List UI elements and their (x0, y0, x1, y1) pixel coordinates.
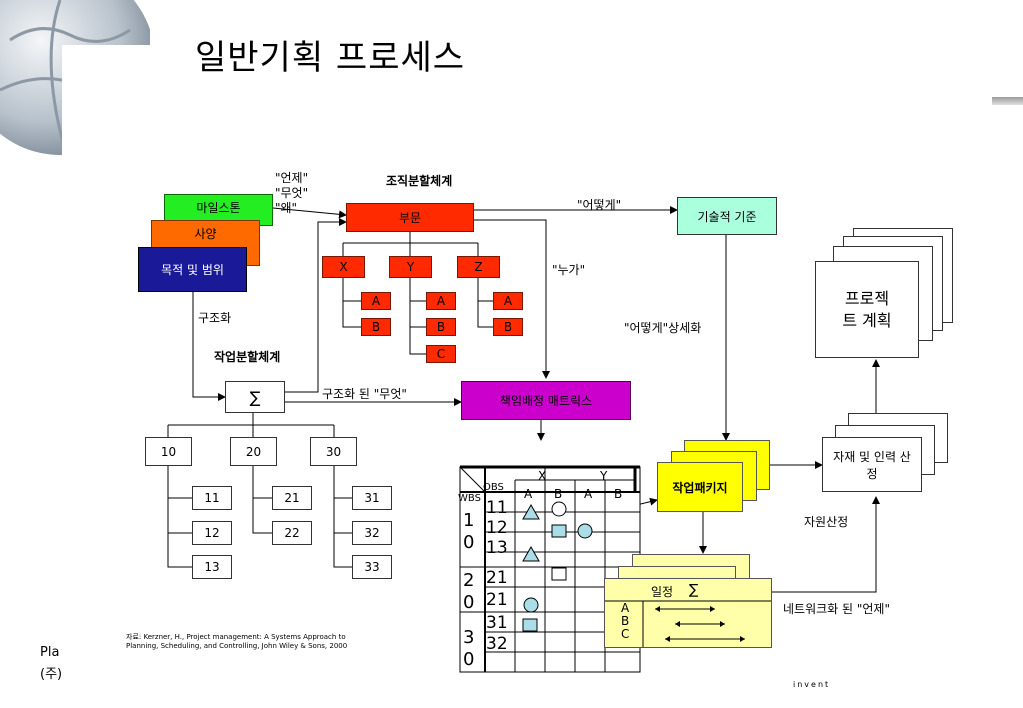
obs-z-box: Z (457, 256, 500, 278)
resources-box: 자재 및 인력 산정 (822, 437, 922, 492)
matrix-row-21a: 21 (486, 568, 508, 588)
wbs-10-box: 10 (145, 437, 192, 466)
wbs-31-box: 31 (352, 486, 392, 510)
structured-what-label: 구조화 된 "무엇" (322, 387, 407, 401)
matrix-col-b1: B (554, 487, 563, 501)
who-label: "누가" (552, 263, 586, 277)
obs-y-box: Y (389, 256, 432, 278)
wbs-30-box: 30 (310, 437, 357, 466)
matrix-row-13: 13 (486, 538, 508, 558)
matrix-row-11: 11 (486, 498, 508, 518)
matrix-group-y: Y (600, 469, 608, 483)
how-label: "어떻게" (577, 198, 622, 212)
matrix-group-30: 30 (463, 627, 475, 670)
project-plan-box: 프로젝트 계획 (815, 261, 919, 358)
matrix-wbs-label: WBS (458, 493, 481, 504)
obs-x-box: X (322, 256, 365, 278)
matrix-row-21b: 21 (486, 590, 508, 610)
purpose-box: 목적 및 범위 (138, 247, 247, 292)
matrix-obs-label: OBS (483, 482, 504, 493)
matrix-group-x: X (538, 469, 547, 483)
obs-y-c: C (426, 345, 456, 363)
obs-root-box: 부문 (346, 203, 474, 232)
footer-line2: (주) (40, 667, 63, 682)
wbs-title: 작업분할체계 (214, 350, 281, 364)
obs-x-a: A (361, 292, 391, 310)
matrix-col-b2: B (614, 487, 623, 501)
ram-box: 책임배정 매트릭스 (461, 381, 631, 420)
matrix-col-a2: A (584, 487, 593, 501)
wbs-11-box: 11 (192, 486, 232, 510)
wbs-13-box: 13 (192, 555, 232, 579)
schedule-sigma: ∑ (689, 582, 699, 598)
tech-criteria-box: 기술적 기준 (677, 197, 777, 235)
how-detail-label: "어떻게"상세화 (624, 321, 702, 335)
wbs-22-box: 22 (272, 521, 312, 545)
page-title: 일반기획 프로세스 (195, 38, 466, 78)
matrix-row-32: 32 (486, 634, 508, 654)
matrix-group-10: 10 (463, 510, 475, 553)
matrix-row-12: 12 (486, 518, 508, 538)
wbs-21-box: 21 (272, 486, 312, 510)
work-package-box: 작업패키지 (657, 462, 743, 512)
resource-estimate-label: 자원산정 (804, 515, 849, 529)
obs-x-b: B (361, 318, 391, 336)
matrix-group-20: 20 (463, 570, 475, 613)
footer-line1: Pla (40, 645, 60, 660)
wbs-12-box: 12 (192, 521, 232, 545)
schedule-title: 일정 (651, 585, 674, 599)
decorative-bar (992, 97, 1023, 105)
obs-z-b: B (493, 318, 523, 336)
networked-when-label: 네트워크화 된 "언제" (783, 602, 890, 616)
source-citation: 자료: Kerzner, H., Project management: A S… (126, 633, 348, 650)
obs-y-b: B (426, 318, 456, 336)
obs-y-a: A (426, 292, 456, 310)
obs-title: 조직분할체계 (386, 174, 453, 188)
wbs-root-box: ∑ (225, 381, 285, 413)
brand-logo: invent (793, 680, 831, 689)
obs-z-a: A (493, 292, 523, 310)
when-what-why-label: "언제""무엇""왜" (275, 171, 309, 215)
structuring-label: 구조화 (198, 311, 232, 325)
matrix-col-a1: A (524, 487, 533, 501)
matrix-row-31: 31 (486, 613, 508, 633)
wbs-20-box: 20 (230, 437, 277, 466)
wbs-32-box: 32 (352, 521, 392, 545)
wbs-33-box: 33 (352, 555, 392, 579)
